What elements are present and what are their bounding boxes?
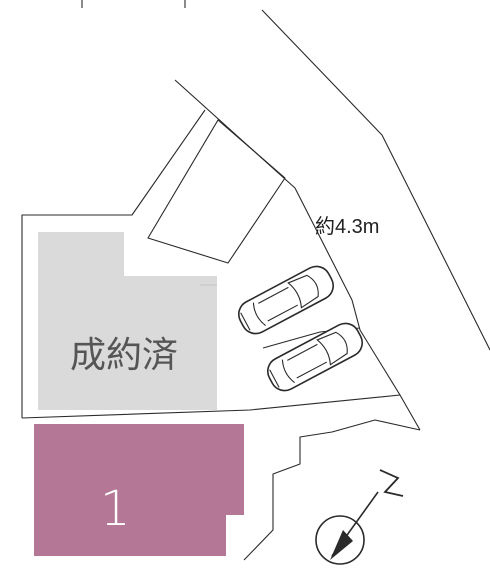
road-width-label: 約4.3m (315, 215, 379, 238)
neighbor-plot-wedge (147, 119, 286, 264)
lot-divider (21, 394, 401, 419)
north-letter-glyph (379, 469, 404, 497)
compass-north-icon (315, 469, 404, 565)
parked-car-lower (267, 322, 363, 392)
site-boundary-lower (243, 419, 421, 561)
road-far-edge (261, 9, 490, 351)
lot-1-plot (34, 424, 244, 556)
sold-plot-label: 成約済 (70, 335, 178, 376)
parked-car-upper (238, 265, 334, 335)
top-boundary-ticks (81, 0, 186, 8)
site-boundary-left (21, 109, 206, 418)
lot-1-label: 1 (100, 481, 131, 537)
sold-plot (38, 232, 217, 410)
